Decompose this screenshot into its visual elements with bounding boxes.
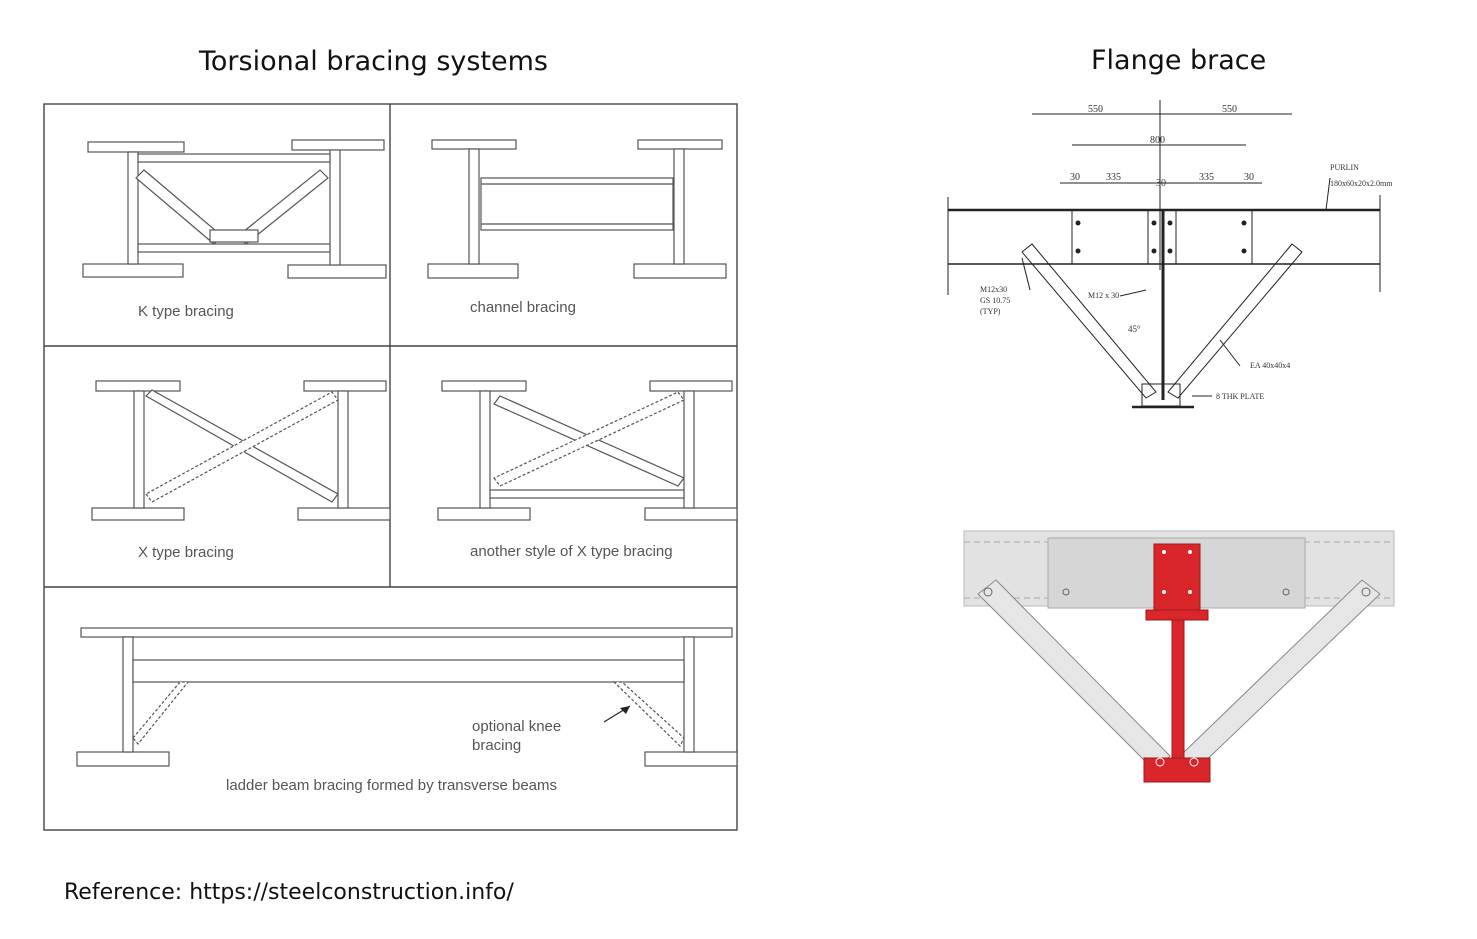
k-type-label: K type bracing [138, 303, 234, 320]
left-title: Torsional bracing systems [199, 46, 548, 77]
right-title: Flange brace [1091, 45, 1267, 76]
bracing-grid [43, 103, 738, 831]
bolt-center-label: M12 x 30 [1088, 291, 1119, 300]
dim-550-left: 550 [1088, 104, 1103, 115]
knee-note-line1: optional knee [472, 718, 561, 735]
dim-800: 800 [1150, 135, 1165, 146]
dim-335-right: 335 [1199, 172, 1214, 183]
x-type-label: X type bracing [138, 544, 234, 561]
tie-plate-label: 8 THK PLATE [1216, 392, 1264, 401]
bolt-note-2: GS 10.75 [980, 296, 1010, 305]
angle-member-label: EA 40x40x4 [1250, 361, 1290, 370]
knee-note-line2: bracing [472, 737, 521, 754]
ladder-label: ladder beam bracing formed by transverse… [226, 777, 557, 794]
dim-550-right: 550 [1222, 104, 1237, 115]
reference-text: Reference: https://steelconstruction.inf… [64, 880, 514, 905]
bolt-note-1: M12x30 [980, 285, 1007, 294]
flange-brace-render [963, 530, 1395, 783]
purlin-label: PURLIN [1330, 163, 1359, 172]
channel-label: channel bracing [470, 299, 576, 316]
bolt-note-3: (TYP) [980, 307, 1001, 316]
x-type-alt-label: another style of X type bracing [470, 543, 673, 560]
dim-30-left: 30 [1070, 172, 1080, 183]
dim-30-right: 30 [1244, 172, 1254, 183]
channel-diagram [427, 139, 727, 279]
flange-drawing-bolts [1075, 220, 1247, 254]
x-type-diagram [91, 380, 391, 521]
purlin-size-label: 180x60x20x2.0mm [1330, 179, 1393, 188]
angle-label: 45° [1128, 324, 1141, 334]
x-type-alt-diagram [437, 380, 738, 521]
flange-brace-drawing [947, 100, 1381, 409]
dim-335-left: 335 [1106, 172, 1121, 183]
ladder-diagram [76, 627, 738, 767]
k-type-diagram [82, 139, 387, 279]
dim-30-mid: 30 [1156, 178, 1166, 189]
